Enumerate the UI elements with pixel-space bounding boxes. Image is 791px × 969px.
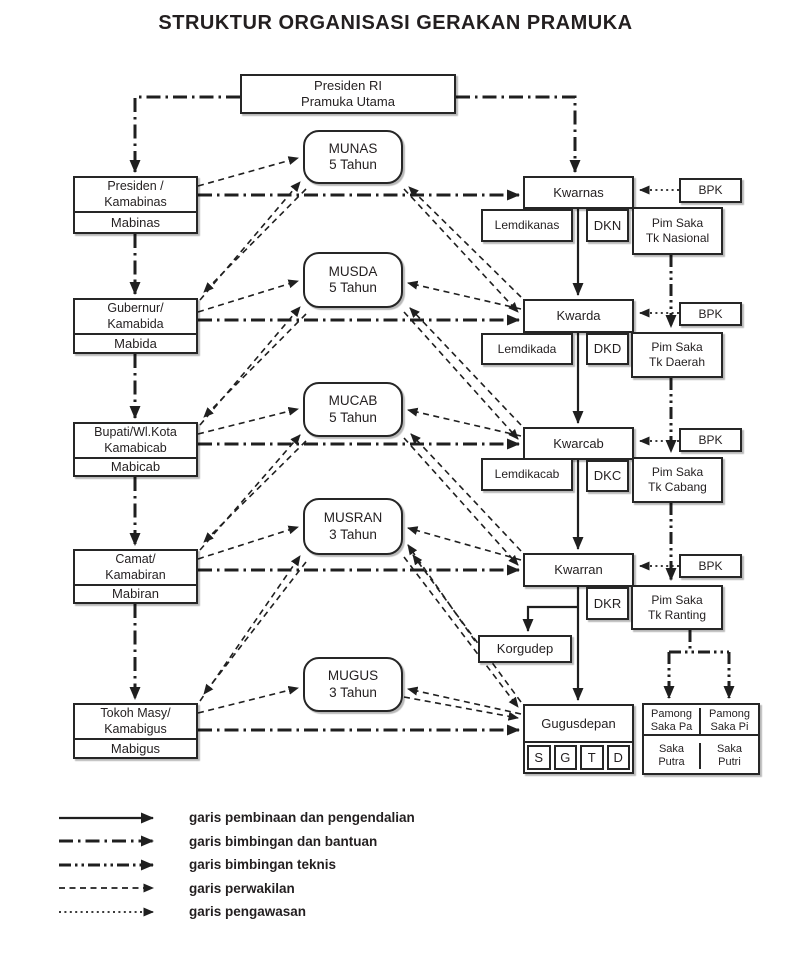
node-pimsaka-ranting: Pim Saka Tk Ranting — [631, 585, 723, 630]
edge-musran-gugusdepan — [403, 556, 519, 708]
node-lemdikanas: Lemdikanas — [481, 209, 573, 242]
node-kwarran: Kwarran — [523, 553, 634, 587]
edge-kwarran-korgudep — [522, 605, 578, 632]
cell-saka-putra: Saka Putra — [644, 743, 701, 769]
legend-line-dotted-icon — [59, 907, 154, 917]
legend-item-perwakilan: garis perwakilan — [57, 877, 415, 901]
node-kwarnas: Kwarnas — [523, 176, 634, 209]
edge-kwarcab-musda — [409, 307, 522, 426]
edge-mabiran-mucab — [199, 434, 301, 551]
legend-line-dashdotdot-icon — [59, 859, 154, 871]
node-bpk-nasional: BPK — [679, 178, 742, 203]
edges-bimbingan-bantuan — [129, 95, 581, 736]
page-title: STRUKTUR ORGANISASI GERAKAN PRAMUKA — [158, 12, 633, 34]
legend-item-bimbingan-teknis: garis bimbingan teknis — [57, 853, 415, 877]
node-dkc: DKC — [586, 460, 629, 492]
node-dkd: DKD — [586, 333, 629, 365]
edge-mabiran-musran — [197, 525, 299, 560]
edge-gugusdepan-mugus — [407, 686, 522, 715]
edge-mugus-gugusdepan — [403, 696, 519, 721]
node-musran: MUSRAN 3 Tahun — [303, 498, 403, 555]
cell-pamong-saka-pi: Pamong Saka Pi — [701, 708, 758, 736]
legend-line-dashdot-icon — [59, 835, 154, 847]
legend: garis pembinaan dan pengendalian garis b… — [57, 806, 415, 924]
legend-item-pengawasan: garis pengawasan — [57, 900, 415, 924]
edges-pembinaan — [522, 209, 584, 701]
edge-munas-kwarda — [403, 188, 519, 313]
edge-musda-kwarcab — [403, 311, 519, 440]
node-bpk-ranting: BPK — [679, 554, 742, 578]
node-mabicab: Bupati/Wl.Kota Kamabicab Mabicab — [73, 422, 198, 477]
node-bpk-cabang: BPK — [679, 428, 742, 452]
node-lemdikada: Lemdikada — [481, 333, 573, 365]
edge-munas-mabida — [203, 188, 307, 293]
edge-musda-mabicab — [203, 313, 307, 418]
edge-mabida-musda — [197, 279, 299, 313]
legend-item-bimbingan-bantuan: garis bimbingan dan bantuan — [57, 830, 415, 854]
edge-mabicab-musda — [199, 306, 301, 426]
edge-kwarcab-mucab — [407, 407, 522, 437]
edge-kwarda-munas — [408, 186, 522, 298]
legend-line-dashed-icon — [59, 883, 154, 893]
edge-presidenri-mabinas — [129, 95, 240, 173]
node-bpk-daerah: BPK — [679, 302, 742, 326]
edge-mabigus-mugus — [197, 685, 299, 714]
gudep-unit-d: D — [606, 745, 630, 770]
node-pamong-saka: Pamong Saka Pa Pamong Saka Pi Saka Putra… — [642, 703, 760, 775]
legend-line-solid-icon — [59, 812, 154, 824]
edge-mucab-kwarran — [403, 437, 519, 566]
legend-item-pembinaan: garis pembinaan dan pengendalian — [57, 806, 415, 830]
node-pimsaka-daerah: Pim Saka Tk Daerah — [631, 332, 723, 378]
edge-korgudep-musran — [407, 544, 476, 642]
edge-kwarran-musran — [407, 526, 522, 561]
node-mabigus: Tokoh Masy/ Kamabigus Mabigus — [73, 703, 198, 759]
gudep-unit-g: G — [553, 745, 577, 770]
edge-mabinas-munas — [197, 156, 299, 187]
node-gugusdepan: Gugusdepan S G T D — [523, 704, 634, 774]
node-kwarda: Kwarda — [523, 299, 634, 333]
edge-musran-mabigus — [203, 561, 307, 695]
node-mabinas: Presiden / Kamabinas Mabinas — [73, 176, 198, 234]
edge-mabicab-mucab — [197, 406, 299, 435]
node-pimsaka-cabang: Pim Saka Tk Cabang — [632, 457, 723, 503]
cell-saka-putri: Saka Putri — [716, 743, 743, 768]
edges-pengawasan — [639, 185, 679, 571]
node-musda: MUSDA 5 Tahun — [303, 252, 403, 308]
node-mabiran: Camat/ Kamabiran Mabiran — [73, 549, 198, 604]
node-dkr: DKR — [586, 587, 629, 620]
edge-gugusdepan-musran — [412, 554, 522, 703]
gudep-unit-s: S — [527, 745, 551, 770]
node-lemdikacab: Lemdikacab — [481, 458, 573, 491]
edge-mabida-munas — [199, 181, 301, 301]
node-mabida: Gubernur/ Kamabida Mabida — [73, 298, 198, 354]
cell-pamong-saka-pa: Pamong Saka Pa — [644, 708, 701, 736]
node-presiden-ri: Presiden RI Pramuka Utama — [240, 74, 456, 114]
node-mugus: MUGUS 3 Tahun — [303, 657, 403, 712]
edge-presidenri-kwarnas — [456, 95, 581, 173]
node-munas: MUNAS 5 Tahun — [303, 130, 403, 184]
node-mucab: MUCAB 5 Tahun — [303, 382, 403, 437]
edge-mabigus-musran — [199, 555, 301, 702]
gudep-unit-t: T — [580, 745, 604, 770]
edge-kwarran-mucab — [410, 433, 522, 552]
edges-bimbingan-teknis — [663, 255, 735, 699]
node-pimsaka-nasional: Pim Saka Tk Nasional — [632, 207, 723, 255]
edge-kwarda-musda — [407, 280, 522, 310]
node-korgudep: Korgudep — [478, 635, 572, 663]
node-kwarcab: Kwarcab — [523, 427, 634, 460]
node-dkn: DKN — [586, 209, 629, 242]
edges-perwakilan — [197, 156, 522, 721]
edge-mucab-mabiran — [203, 440, 307, 543]
